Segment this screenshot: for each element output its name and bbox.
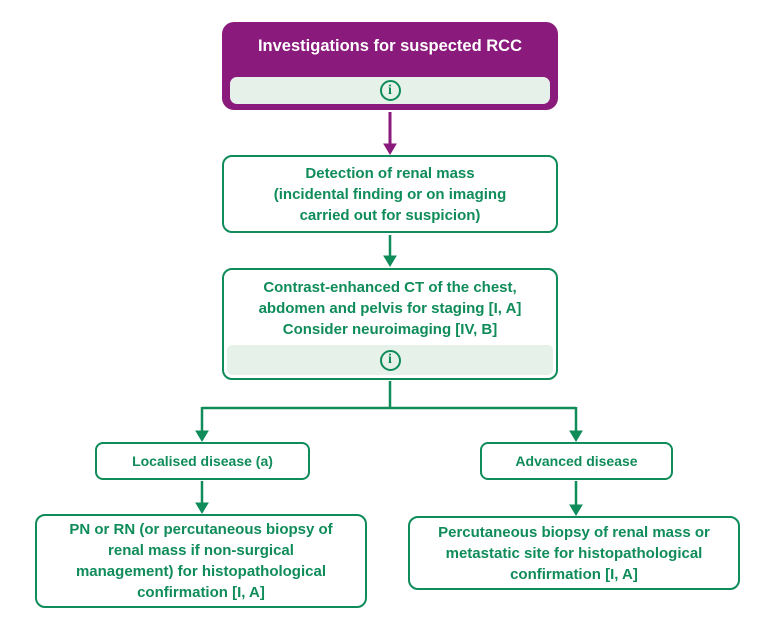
ct-staging-box: Contrast-enhanced CT of the chest, abdom… [222,268,558,380]
localised-outcome-box: PN or RN (or percutaneous biopsy of rena… [35,514,367,608]
localised-disease-box: Localised disease (a) [95,442,310,480]
ct-staging-box-text: Contrast-enhanced CT of the chest, abdom… [258,278,522,338]
detection-box-text: Detection of renal mass (incidental find… [273,164,507,224]
advanced-disease-box: Advanced disease [480,442,673,480]
header-info-strip[interactable]: i [230,77,550,104]
advanced-disease-label: Advanced disease [515,452,638,469]
header-box: Investigations for suspected RCC i [222,22,558,110]
header-title: Investigations for suspected RCC [257,37,523,55]
branch-ct-to-disease-boxes [195,381,583,442]
advanced-outcome-text: Percutaneous biopsy of renal mass or met… [438,523,710,583]
arrow-advanced-to-outcome [569,481,583,516]
arrow-localised-to-outcome [195,481,209,514]
info-icon[interactable]: i [379,349,401,371]
advanced-outcome-box: Percutaneous biopsy of renal mass or met… [408,516,740,590]
ct-info-strip[interactable]: i [227,345,553,375]
detection-box: Detection of renal mass (incidental find… [222,155,558,233]
localised-outcome-text: PN or RN (or percutaneous biopsy of rena… [69,521,333,601]
info-icon[interactable]: i [379,80,401,101]
arrow-header-to-detection [383,112,397,155]
arrow-detection-to-ct [383,235,397,267]
localised-disease-label: Localised disease (a) [132,452,273,469]
